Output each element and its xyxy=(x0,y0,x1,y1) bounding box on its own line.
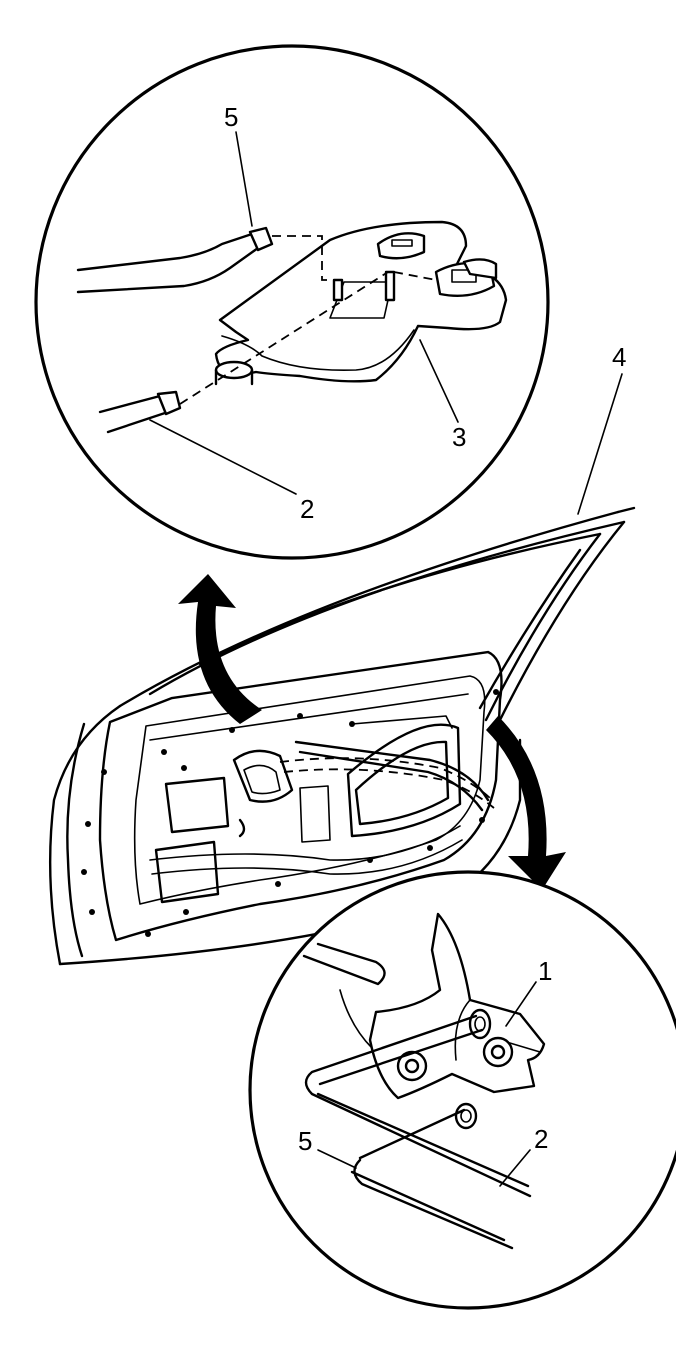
callout-top-2: 2 xyxy=(300,494,314,524)
callout-bottom-1: 1 xyxy=(538,956,552,986)
callout-door-4: 4 xyxy=(612,342,626,372)
rotate-up-arrow-icon xyxy=(178,574,262,724)
door-assembly xyxy=(48,506,636,966)
callout-bottom-2: 2 xyxy=(534,1124,548,1154)
door-fastener-holes xyxy=(81,689,499,937)
top-detail-view xyxy=(34,44,550,560)
rotate-down-arrow-icon xyxy=(486,716,566,890)
callout-bottom-5: 5 xyxy=(298,1126,312,1156)
callout-top-3: 3 xyxy=(452,422,466,452)
bottom-detail-view xyxy=(248,870,676,1310)
callout-top-5: 5 xyxy=(224,102,238,132)
